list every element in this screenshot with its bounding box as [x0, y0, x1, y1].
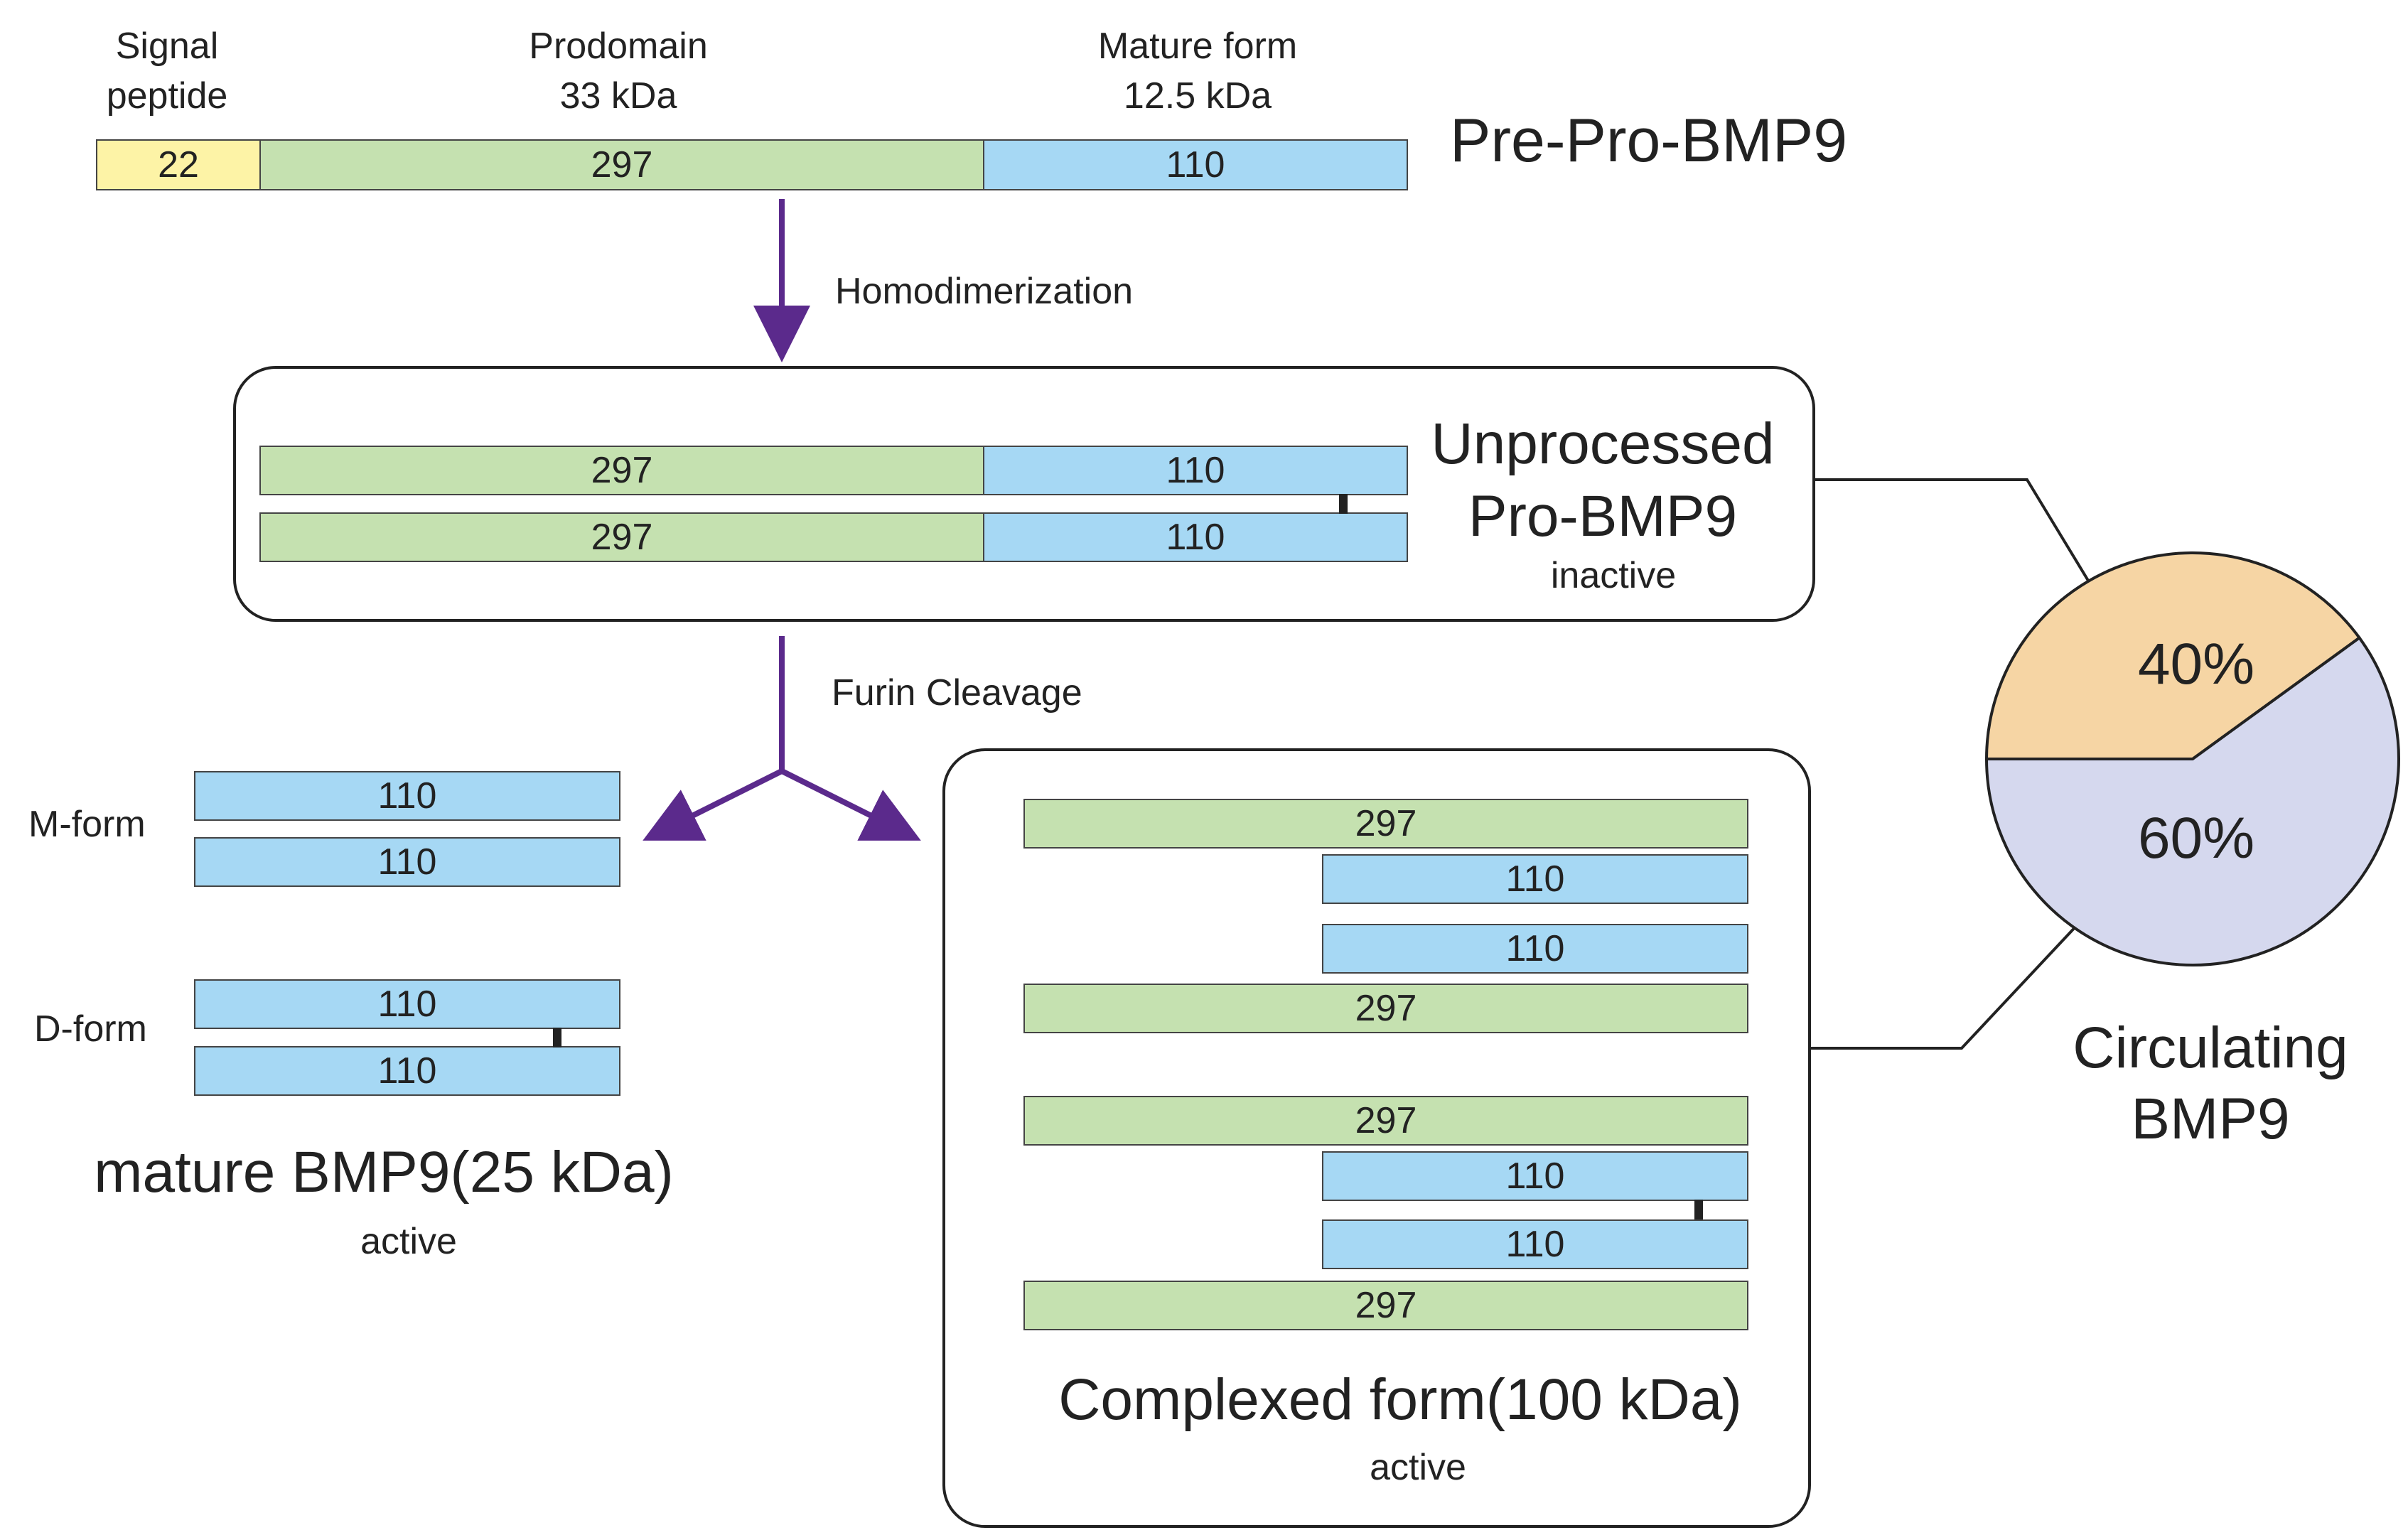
- m-form-segment-2: 110: [194, 837, 620, 887]
- complexed-mat-segment-2: 110: [1322, 924, 1748, 974]
- unprocessed-mat-segment-1: 110: [983, 446, 1408, 495]
- complexed-mat-segment-3: 110: [1322, 1151, 1748, 1201]
- mature-bmp9-title: mature BMP9(25 kDa): [94, 1140, 674, 1205]
- unprocessed-to-pie-line: [1814, 478, 2102, 602]
- unprocessed-state: inactive: [1550, 555, 1677, 596]
- mature-bmp9-state: active: [360, 1221, 457, 1262]
- unprocessed-mat-segment-2: 110: [983, 512, 1408, 562]
- complexed-title: Complexed form(100 kDa): [1058, 1367, 1742, 1432]
- furin-arrow-right: [780, 768, 921, 841]
- complexed-pro-segment-2: 297: [1023, 984, 1748, 1033]
- pie-slice-0: [1984, 551, 2362, 760]
- unprocessed-title-line2: Pro-BMP9: [1468, 484, 1738, 549]
- signal-peptide-label: Signal peptide: [106, 26, 228, 117]
- unprocessed-title-line1: Unprocessed: [1431, 411, 1775, 476]
- d-form-segment-2: 110: [194, 1046, 620, 1096]
- m-form-segment-1: 110: [194, 771, 620, 821]
- furin-arrow-left: [643, 768, 783, 841]
- mature-form-label: Mature form 12.5 kDa: [1097, 26, 1298, 117]
- complexed-box: [942, 748, 1811, 1528]
- complexed-mat-segment-1: 110: [1322, 854, 1748, 904]
- unprocessed-box: [233, 366, 1815, 622]
- m-form-label: M-form: [28, 804, 146, 845]
- circulating-title-line1: Circulating: [2073, 1016, 2348, 1080]
- complexed-disulfide-bond: [1694, 1200, 1703, 1219]
- signal-segment: 22: [96, 139, 261, 190]
- pie-label-60: 60%: [2137, 806, 2255, 871]
- d-form-label: D-form: [34, 1008, 147, 1050]
- d-form-disulfide-bond: [553, 1028, 561, 1047]
- circulating-title-line2: BMP9: [2131, 1087, 2290, 1151]
- disulfide-bond: [1339, 494, 1348, 514]
- complexed-pro-segment-4: 297: [1023, 1281, 1748, 1330]
- prodomain-segment: 297: [259, 139, 984, 190]
- mature-segment: 110: [983, 139, 1408, 190]
- homodimerization-label: Homodimerization: [835, 271, 1134, 312]
- complexed-state: active: [1370, 1447, 1466, 1488]
- prodomain-label: Prodomain 33 kDa: [529, 26, 708, 117]
- complexed-mat-segment-4: 110: [1322, 1219, 1748, 1269]
- pre-pro-bmp9-title: Pre-Pro-BMP9: [1450, 107, 1848, 175]
- complexed-pro-segment-3: 297: [1023, 1096, 1748, 1146]
- pie-slice-1: [1984, 635, 2400, 966]
- pie-label-40: 40%: [2137, 632, 2255, 696]
- complexed-pro-segment-1: 297: [1023, 799, 1748, 849]
- unprocessed-pro-segment-1: 297: [259, 446, 984, 495]
- complexed-to-pie-line: [1809, 876, 2123, 1050]
- furin-cleavage-label: Furin Cleavage: [832, 672, 1082, 713]
- circulating-pie: [1984, 551, 2400, 966]
- d-form-segment-1: 110: [194, 979, 620, 1029]
- unprocessed-pro-segment-2: 297: [259, 512, 984, 562]
